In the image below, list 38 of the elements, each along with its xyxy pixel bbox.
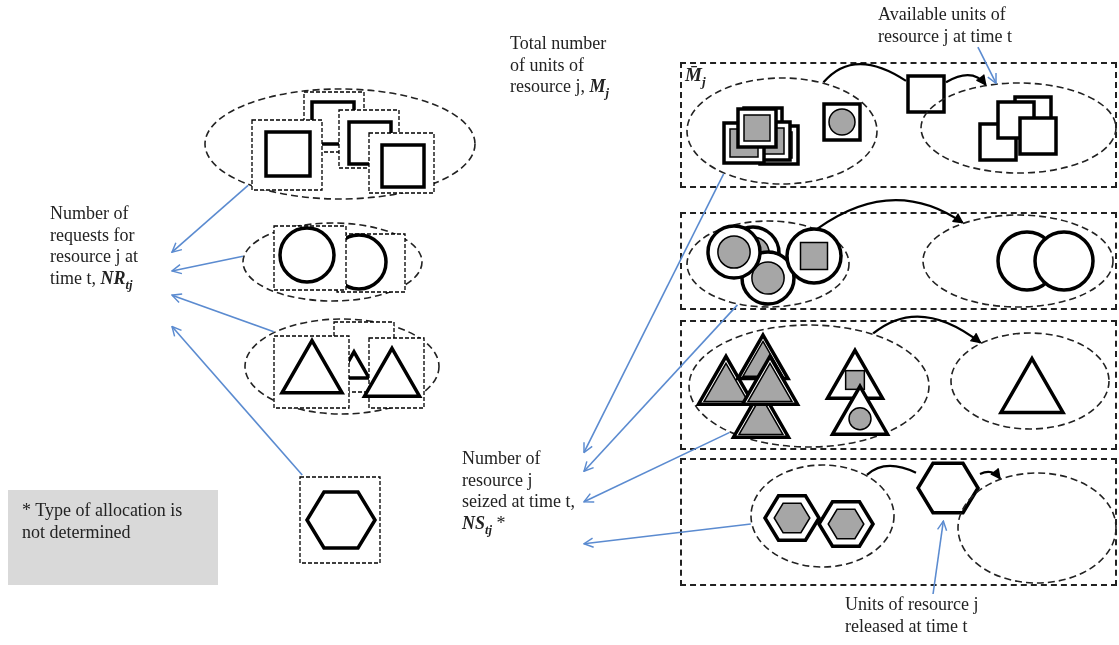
dashed-ellipse bbox=[957, 472, 1117, 584]
arrow bbox=[583, 173, 725, 454]
annotation-text: Number of requests for resource j at time t, NR$_{tj}$ bbox=[50, 203, 168, 293]
connector-line bbox=[822, 62, 907, 84]
arrow bbox=[171, 293, 275, 333]
symbol-label: M̄$_{j}$ bbox=[685, 64, 706, 90]
annotation-text: Total number of units of resource j, M$_{j}$ bbox=[510, 33, 625, 101]
dashed-ellipse bbox=[920, 82, 1117, 174]
dashed-frame bbox=[680, 458, 1117, 586]
arrow bbox=[171, 325, 304, 476]
arrow bbox=[171, 255, 244, 275]
annotation-text: Units of resource j released at time t bbox=[845, 594, 1015, 638]
dashed-ellipse bbox=[244, 318, 440, 415]
annotation-text: Available units of resource j at time t bbox=[878, 4, 1068, 48]
dashed-ellipse bbox=[750, 464, 895, 568]
dashed-frame bbox=[680, 212, 1117, 310]
dashed-ellipse bbox=[950, 332, 1110, 430]
dashed-ellipse bbox=[204, 88, 476, 200]
arrow bbox=[171, 184, 249, 253]
annotation-text: Number of resource j seized at time t, NS$_{tj}$ * bbox=[462, 448, 580, 538]
arrow bbox=[945, 73, 987, 86]
arrow bbox=[979, 467, 1001, 480]
dashed-frame bbox=[680, 320, 1117, 450]
dashed-ellipse bbox=[922, 214, 1114, 308]
arrow bbox=[583, 523, 752, 548]
connector-line bbox=[866, 464, 917, 476]
dashed-ellipse bbox=[688, 324, 930, 448]
request-hexagon-drawing bbox=[298, 475, 383, 565]
dashed-ellipse bbox=[242, 222, 423, 302]
arrow bbox=[583, 431, 731, 503]
square-symbol bbox=[906, 74, 946, 114]
arrow bbox=[977, 46, 997, 84]
dashed-ellipse bbox=[686, 220, 850, 308]
dashed-frame bbox=[680, 62, 1117, 188]
arrow bbox=[932, 520, 948, 595]
note-box: * Type of allocation is not determined bbox=[8, 490, 218, 585]
arrow bbox=[872, 315, 982, 344]
arrow bbox=[583, 304, 739, 473]
